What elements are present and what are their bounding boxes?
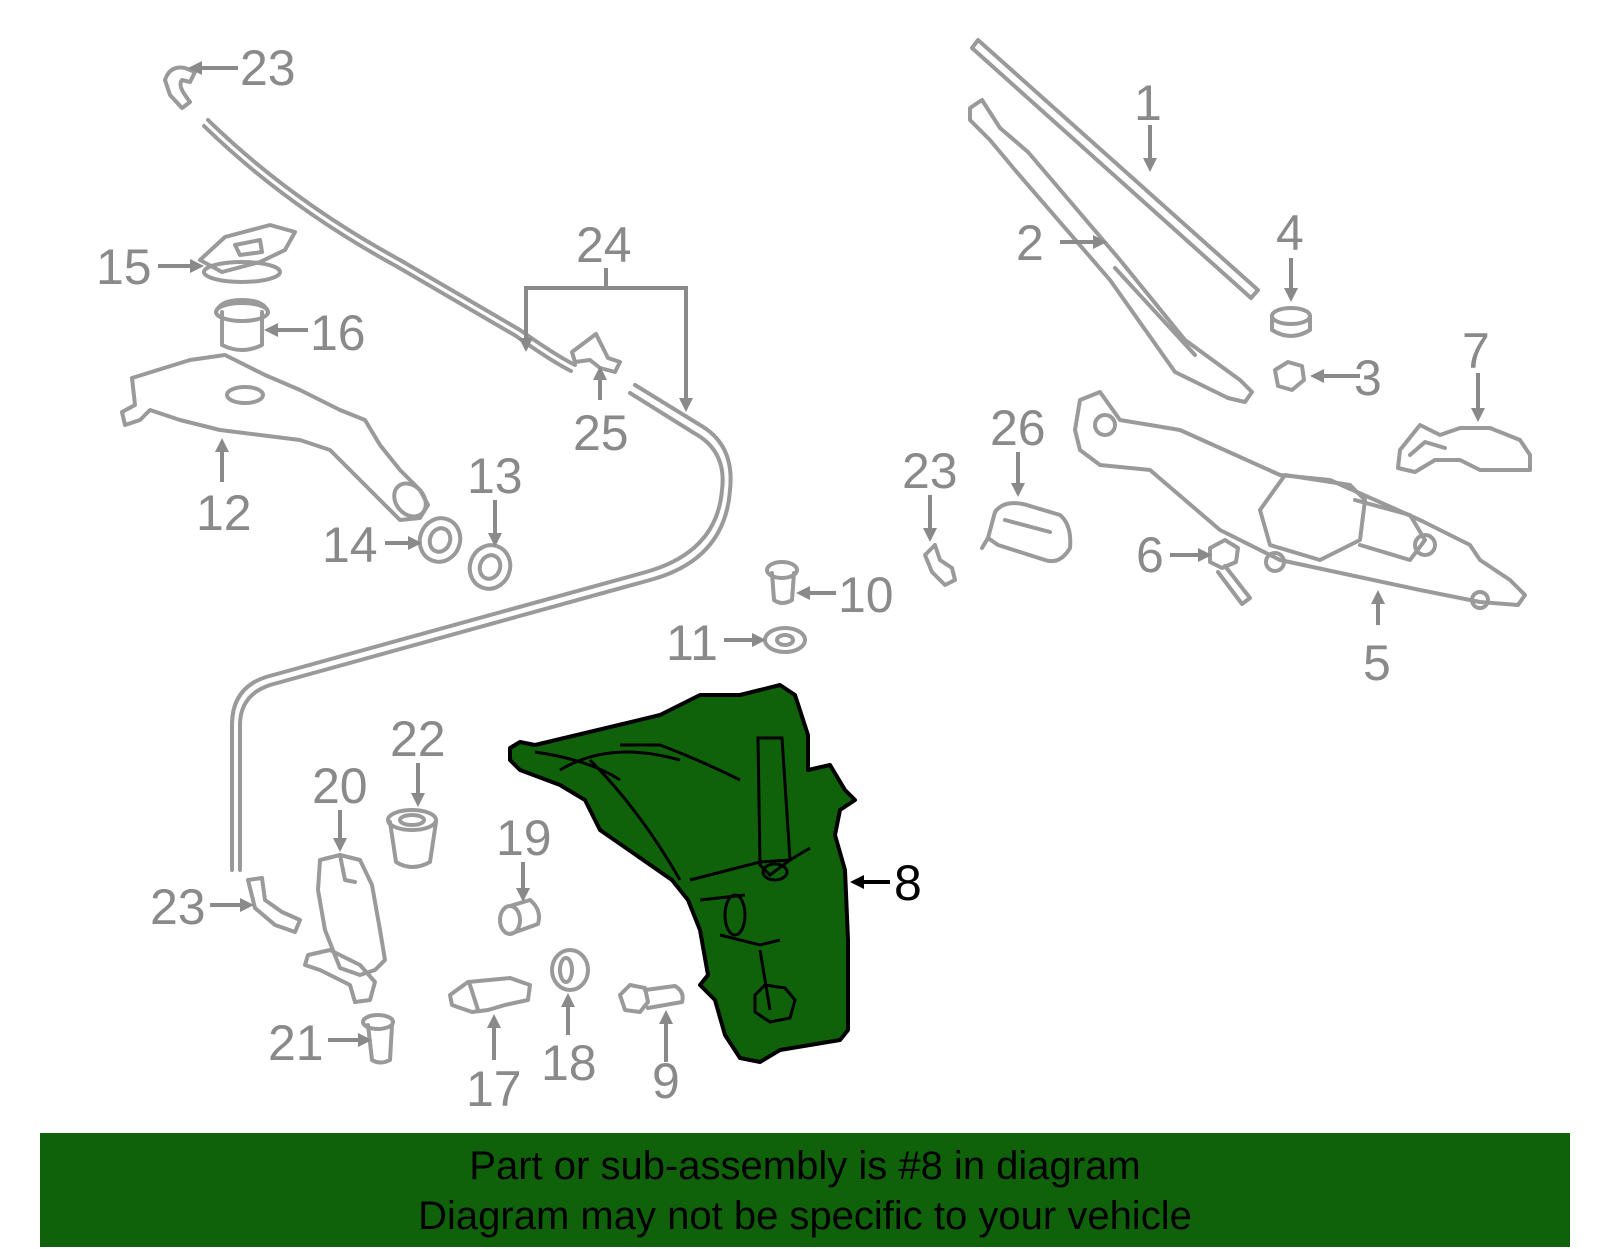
callout-17: 17 <box>466 1061 522 1117</box>
callout-4: 4 <box>1276 205 1304 261</box>
part-4-cap <box>1270 306 1312 338</box>
part-12-filler-neck <box>120 353 430 522</box>
callout-26: 26 <box>990 400 1046 456</box>
callout-10: 10 <box>838 567 894 623</box>
part-23-hose-elbow-left <box>246 876 302 934</box>
callout-16: 16 <box>310 305 366 361</box>
leader-lines <box>158 61 1485 1062</box>
callout-23-left: 23 <box>150 879 206 935</box>
callout-19: 19 <box>496 810 552 866</box>
part-9-bolt <box>618 983 685 1014</box>
part-13-seal <box>467 543 513 591</box>
callout-25: 25 <box>573 405 629 461</box>
part-14-grommet <box>417 516 463 564</box>
part-16-sleeve <box>214 298 270 352</box>
callout-18: 18 <box>541 1035 597 1091</box>
callout-21: 21 <box>268 1015 324 1071</box>
part-17-level-sensor <box>448 976 532 1014</box>
callout-23-top: 23 <box>240 40 296 96</box>
part-26-connector <box>980 501 1073 564</box>
part-7-bracket <box>1396 423 1532 474</box>
part-10-nozzle <box>765 560 799 605</box>
callout-8: 8 <box>894 855 922 911</box>
part-23-hose-elbow-middle <box>923 543 957 587</box>
callout-1: 1 <box>1134 75 1162 131</box>
part-18-grommet <box>550 948 590 992</box>
part-8-washer-reservoir <box>508 683 857 1064</box>
part-20-washer-pump <box>303 853 387 1004</box>
washer-hose-upper <box>202 118 577 373</box>
washer-hose-lower <box>230 383 733 872</box>
callout-3: 3 <box>1354 350 1382 406</box>
callout-22: 22 <box>390 711 446 767</box>
banner-line-part-number: Part or sub-assembly is #8 in diagram <box>469 1144 1141 1188</box>
callout-9: 9 <box>652 1053 680 1109</box>
callout-2: 2 <box>1016 215 1044 271</box>
part-23-hose-elbow-top <box>163 65 197 110</box>
callout-6: 6 <box>1136 527 1164 583</box>
callout-labels: 23 1 2 4 3 7 5 6 26 23 24 25 15 16 12 14… <box>96 40 1490 1117</box>
part-3-nut <box>1273 360 1306 392</box>
part-22-sleeve <box>386 808 438 869</box>
part-1-wiper-blade <box>970 38 1260 300</box>
callout-14: 14 <box>322 517 378 573</box>
callout-20: 20 <box>312 758 368 814</box>
part-21-nozzle <box>361 1013 395 1065</box>
info-banner: Part or sub-assembly is #8 in diagram Di… <box>40 1133 1570 1247</box>
part-15-filler-cap <box>198 223 297 284</box>
callout-11: 11 <box>666 615 718 671</box>
banner-line-disclaimer: Diagram may not be specific to your vehi… <box>418 1194 1192 1238</box>
part-19-grommet <box>498 898 541 936</box>
part-25-y-connector <box>570 332 622 374</box>
callout-23-middle: 23 <box>902 443 958 499</box>
part-2-wiper-arm <box>968 98 1254 404</box>
callout-7: 7 <box>1462 323 1490 379</box>
callout-15: 15 <box>96 239 152 295</box>
callout-5: 5 <box>1363 635 1391 691</box>
callout-13: 13 <box>467 448 523 504</box>
callout-12: 12 <box>196 485 252 541</box>
callout-24: 24 <box>576 217 632 273</box>
part-11-grommet <box>763 626 807 654</box>
part-6-bolt <box>1208 538 1252 606</box>
part-5-wiper-linkage <box>1073 390 1527 610</box>
